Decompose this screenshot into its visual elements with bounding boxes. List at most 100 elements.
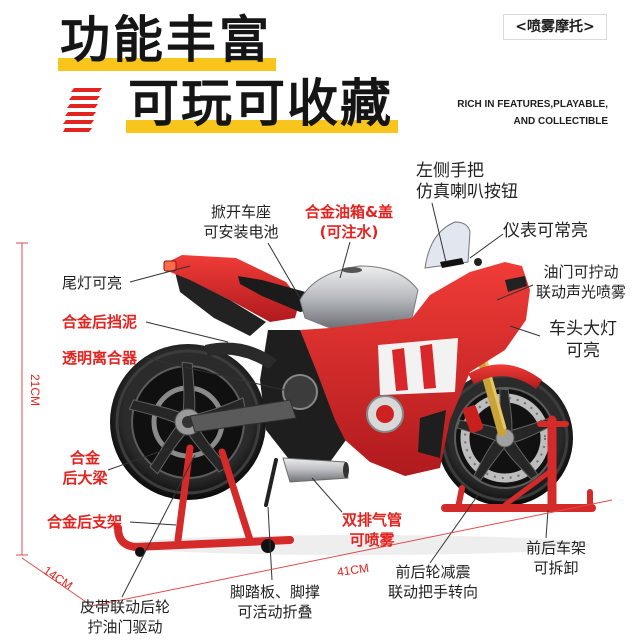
leader-exhaust (311, 477, 343, 513)
fairing-red-rib (392, 348, 408, 391)
rear-stand-caster (261, 539, 275, 553)
leader-belt-drive (121, 454, 196, 598)
front-stand-brace (502, 467, 555, 508)
callout-exhaust-line2: 可喷雾 (349, 531, 395, 549)
red-stripe (67, 104, 98, 108)
product-type-tag: <喷雾摩托> (503, 14, 607, 40)
callout-headlight: 车头大灯 可亮 (535, 318, 631, 362)
leader-suspension (429, 494, 479, 564)
rear-stand-base (114, 524, 294, 552)
red-stripe (63, 120, 94, 124)
callout-throttle-line1: 油门可拧动 (543, 263, 619, 281)
callout-clutch: 透明离合器 (62, 348, 137, 368)
front-brake-disc-holes (464, 397, 546, 479)
callout-stands: 前后车架 可拆卸 (510, 538, 602, 578)
tail-section (168, 255, 300, 322)
tail-light (163, 260, 177, 272)
callout-tail-light-line1: 尾灯可亮 (62, 274, 123, 292)
callout-exhaust: 双排气管 可喷雾 (320, 510, 424, 550)
callout-swingarm: 合金 后大梁 (58, 448, 112, 488)
engine-side-cover-center (376, 405, 394, 423)
callout-stands-line2: 可拆卸 (533, 559, 579, 577)
fairing-red-rib (420, 344, 436, 389)
leader-headlight (509, 325, 541, 337)
rear-fender (205, 342, 277, 369)
callout-suspension-line2: 联动把手转向 (387, 583, 478, 601)
callout-throttle-line2: 联动声光喷雾 (535, 283, 626, 301)
callout-stands-line1: 前后车架 (525, 539, 586, 557)
callout-swingarm-line1: 合金 (69, 449, 100, 467)
leader-rear-fender (145, 321, 229, 343)
callout-tank: 合金油箱&盖 (可注水) (290, 202, 408, 242)
callout-left-handle: 左侧手把 仿真喇叭按钮 (416, 161, 518, 203)
tank-cap (342, 267, 362, 273)
english-subtitle-line2: AND COLLECTIBLE (513, 116, 608, 127)
front-brake-caliper (462, 405, 484, 433)
callout-headlight-line2: 可亮 (566, 341, 600, 361)
tail-underside (175, 272, 266, 336)
leader-seat (267, 242, 301, 299)
rear-stand-caster (135, 547, 145, 557)
rear-stand-post (174, 444, 194, 544)
callout-clutch-line1: 透明离合器 (62, 349, 138, 367)
front-stand-foot (455, 485, 465, 511)
callout-seat-line1: 掀开车座 (210, 203, 271, 221)
callout-tail-light: 尾灯可亮 (62, 273, 122, 293)
page-title-line2: 可玩可收藏 (128, 75, 394, 134)
leader-throttle (496, 284, 534, 301)
callout-tank-line2: (可注水) (319, 223, 379, 241)
callout-rear-fender-line1: 合金后挡泥 (62, 313, 138, 331)
fuel-tank (299, 265, 419, 329)
callout-seat-line2: 可安装电池 (203, 223, 279, 241)
callout-left-handle-line1: 左侧手把 (416, 161, 484, 181)
callout-dashboard: 仪表可常亮 (503, 221, 588, 242)
windscreen (424, 221, 471, 269)
leader-clutch (145, 357, 285, 391)
red-stripe (69, 96, 100, 100)
leader-footpeg (267, 506, 273, 581)
callout-tank-line1: 合金油箱&盖 (304, 203, 394, 221)
callout-throttle: 油门可拧动 联动声光喷雾 (525, 262, 637, 302)
height-dimension-label: 21CM (28, 373, 42, 406)
left-handlebar (440, 258, 464, 268)
leader-tail-light (129, 265, 191, 283)
callout-rear-stand: 合金后支架 (47, 512, 122, 532)
callout-footpeg-line2: 可活动折叠 (237, 603, 313, 621)
callout-exhaust-line1: 双排气管 (341, 511, 402, 529)
callout-dashboard-line1: 仪表可常亮 (503, 221, 588, 241)
mirror (474, 258, 482, 266)
leader-stands (545, 509, 549, 539)
leader-left-handle (431, 202, 447, 263)
leader-dashboard (469, 233, 504, 259)
page-title-line1: 功能丰富 (60, 11, 272, 69)
clutch-cover (282, 374, 318, 410)
english-subtitle-line1: RICH IN FEATURES,PLAYABLE, (457, 99, 608, 110)
callout-footpeg-line1: 脚踏板、脚撑 (229, 583, 320, 601)
headlight (505, 276, 527, 292)
callout-suspension-line1: 前后轮减震 (395, 563, 471, 581)
red-stripe (63, 128, 92, 132)
fairing-vent (418, 410, 446, 458)
depth-dimension-line (21, 557, 93, 607)
front-fender (468, 364, 542, 389)
callout-footpeg: 脚踏板、脚撑 可活动折叠 (222, 582, 328, 622)
length-dimension-line (91, 499, 613, 607)
front-spoke (498, 435, 539, 480)
callout-swingarm-line2: 后大梁 (62, 469, 108, 487)
red-stripe (71, 88, 102, 92)
title-highlight-bar-1 (58, 58, 276, 71)
rear-swingarm (189, 399, 297, 433)
front-paddock-stand (441, 415, 596, 513)
callout-suspension: 前后轮减震 联动把手转向 (380, 562, 486, 602)
red-stripe (65, 112, 96, 116)
rear-stand-post (218, 448, 254, 544)
callout-rear-fender: 合金后挡泥 (62, 312, 137, 332)
rear-spoke (181, 361, 196, 425)
exhaust-tip (343, 462, 349, 478)
callout-left-handle-line2: 仿真喇叭按钮 (416, 182, 518, 202)
leader-swingarm (107, 447, 171, 471)
callout-belt-drive-line1: 皮带联动后轮 (79, 598, 170, 616)
callout-belt-drive-line2: 拧油门驱动 (87, 618, 163, 636)
leader-lines (107, 202, 549, 598)
